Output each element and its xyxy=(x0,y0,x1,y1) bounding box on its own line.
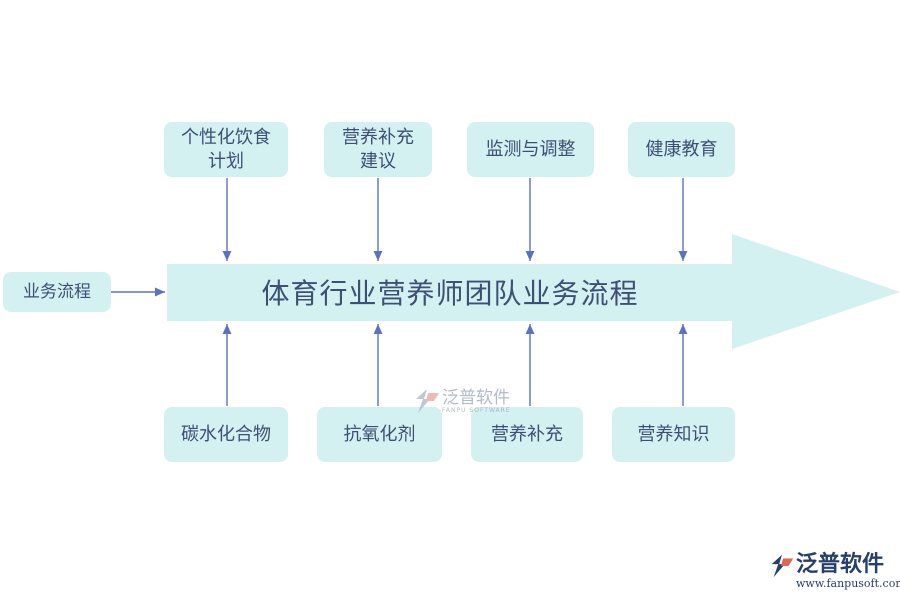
watermark-name: 泛普软件 xyxy=(442,387,510,408)
bottom-box-carbohydrates: 碳水化合物 xyxy=(164,407,288,462)
bottom-box-nutrition-knowledge: 营养知识 xyxy=(612,407,735,462)
fanpu-logo-icon xyxy=(771,554,794,578)
top-box-health-education: 健康教育 xyxy=(628,122,735,177)
main-arrow xyxy=(167,234,900,349)
bottom-box-nutrition-supplement: 营养补充 xyxy=(471,407,583,462)
top-box-personalized-diet: 个性化饮食 计划 xyxy=(164,122,288,177)
watermark-subtitle: FANPU SOFTWARE xyxy=(442,406,511,414)
watermark-url: www.fanpusoft.com xyxy=(796,577,900,590)
top-box-monitor-adjust: 监测与调整 xyxy=(467,122,594,177)
top-box-supplement-advice: 营养补充 建议 xyxy=(324,122,432,177)
watermark-corner-name: 泛普软件 xyxy=(796,552,885,577)
main-title: 体育行业营养师团队业务流程 xyxy=(261,277,639,310)
side-label-box: 业务流程 xyxy=(3,272,111,312)
bottom-box-antioxidants: 抗氧化剂 xyxy=(317,407,442,462)
watermark-center: 泛普软件 FANPU SOFTWARE xyxy=(412,387,511,415)
fanpu-logo-icon xyxy=(416,389,439,413)
watermark-corner: 泛普软件 www.fanpusoft.com xyxy=(768,552,900,590)
